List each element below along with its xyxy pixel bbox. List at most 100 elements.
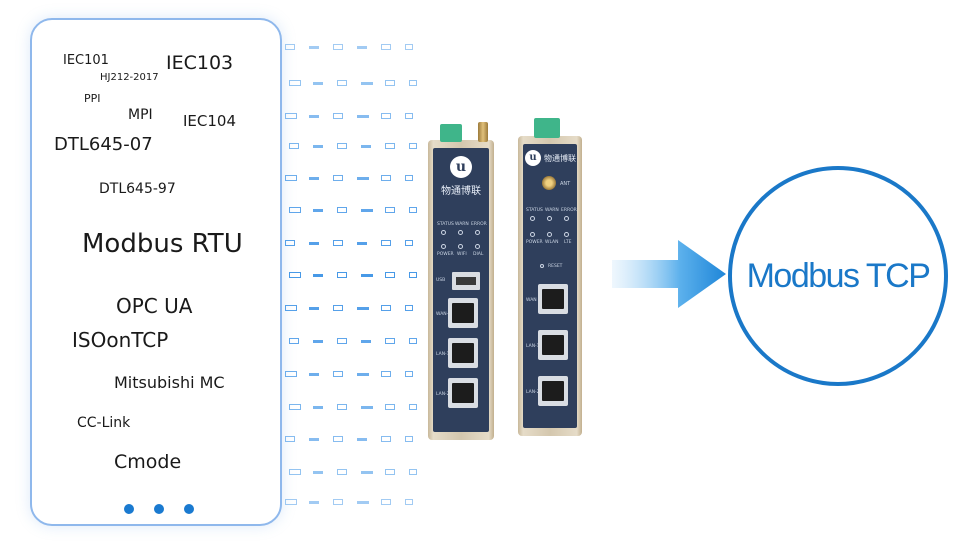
data-stream-segment [309, 114, 319, 118]
data-stream-segment [333, 44, 343, 50]
data-stream-segment [337, 207, 347, 213]
protocol-list-card: IEC101 IEC103 HJ212-2017 PPI MPI IEC104 … [30, 18, 282, 526]
ethernet-port-wan0 [448, 298, 478, 328]
data-stream-segment [333, 499, 343, 505]
data-stream-segment [313, 339, 323, 343]
pagination-dot[interactable] [154, 504, 164, 514]
data-stream-segment [337, 469, 347, 475]
dial-led [475, 244, 480, 249]
data-stream-segment [313, 208, 323, 212]
protocol-iec103: IEC103 [166, 52, 234, 74]
usb-label: USB [436, 278, 446, 283]
indicator-label-power: POWER [437, 252, 454, 257]
data-stream-segment [333, 436, 343, 442]
data-stream-segment [357, 45, 367, 49]
data-stream-segment [285, 371, 297, 377]
data-stream-segment [409, 207, 417, 213]
indicator-label-power: POWER [526, 240, 543, 245]
data-stream-segment [313, 81, 323, 85]
power-led [441, 244, 446, 249]
pagination-dot[interactable] [184, 504, 194, 514]
data-stream-segment [405, 436, 413, 442]
wifi-led [458, 244, 463, 249]
protocol-cmode: Cmode [114, 451, 182, 473]
status-led [530, 216, 535, 221]
data-stream-segment [381, 175, 391, 181]
port-label-wan: WAN [526, 298, 537, 303]
protocol-iec104: IEC104 [183, 112, 237, 130]
data-stream-segment [361, 273, 373, 277]
indicator-label-warn: WARN [455, 222, 469, 227]
protocol-modbus-rtu: Modbus RTU [82, 229, 243, 259]
data-stream-segment [313, 144, 323, 148]
data-stream-segment [361, 81, 373, 85]
protocol-dtl645-97: DTL645-97 [99, 181, 176, 197]
port-label-lan2: LAN-2 [436, 392, 450, 397]
data-stream-segment [405, 371, 413, 377]
gateway-device-right: u 物通博联 ANT STATUS WARN ERROR POWER WLAN … [518, 136, 582, 436]
data-stream-segment [313, 405, 323, 409]
data-stream-segment [357, 241, 367, 245]
data-stream-segment [309, 176, 319, 180]
port-label-lan1: LAN-1 [526, 344, 540, 349]
data-stream-segment [409, 404, 417, 410]
data-stream-segment [313, 273, 323, 277]
data-stream-segment [361, 208, 373, 212]
indicator-label-lte: LTE [564, 240, 572, 245]
indicator-label-status: STATUS [437, 222, 454, 227]
data-stream-segment [285, 305, 297, 311]
data-stream-segment [405, 113, 413, 119]
data-stream-segment [309, 437, 319, 441]
protocol-mitsubishi-mc: Mitsubishi MC [114, 373, 225, 392]
pagination-dot[interactable] [124, 504, 134, 514]
data-stream-segment [357, 372, 369, 376]
data-stream-segment [357, 114, 369, 118]
data-stream-segment [381, 305, 391, 311]
device-brand-label: 物通博联 [544, 154, 576, 163]
antenna-icon [478, 122, 488, 142]
ethernet-port-wan [538, 284, 568, 314]
antenna-connector-icon [542, 176, 556, 190]
data-stream-segment [309, 500, 319, 504]
status-led [441, 230, 446, 235]
protocol-cc-link: CC-Link [77, 415, 131, 431]
data-stream-segment [333, 175, 343, 181]
data-stream-segment [361, 144, 371, 148]
data-stream-segment [385, 272, 395, 278]
data-stream-segment [337, 143, 347, 149]
data-stream-segment [309, 241, 319, 245]
ethernet-port-lan2 [538, 376, 568, 406]
data-stream-segment [289, 143, 299, 149]
indicator-label-wlan: WLAN [545, 240, 559, 245]
data-stream-segment [357, 500, 369, 504]
data-stream-segment [337, 404, 347, 410]
ethernet-port-lan1 [538, 330, 568, 360]
arrow-right-icon [612, 240, 726, 308]
reset-button[interactable] [540, 264, 544, 268]
data-stream-segment [385, 404, 395, 410]
device-brand-label: 物通博联 [441, 186, 481, 197]
ethernet-port-lan1 [448, 338, 478, 368]
error-led [564, 216, 569, 221]
indicator-label-dial: DIAL [473, 252, 484, 257]
data-stream-segment [409, 469, 417, 475]
reset-label: RESET [548, 264, 563, 269]
ethernet-port-lan2 [448, 378, 478, 408]
lte-led [564, 232, 569, 237]
data-stream-segment [381, 371, 391, 377]
data-stream-segment [285, 113, 297, 119]
terminal-block-icon [440, 124, 462, 142]
data-stream-segment [361, 405, 373, 409]
data-stream-segment [357, 306, 369, 310]
data-stream-segment [285, 436, 295, 442]
gateway-device-left: u 物通博联 STATUS WARN ERROR POWER WIFI DIAL… [428, 140, 494, 440]
data-stream-segment [361, 470, 373, 474]
data-stream-segment [361, 339, 371, 343]
indicator-label-error: ERROR [471, 222, 487, 227]
protocol-opc-ua: OPC UA [116, 294, 193, 318]
terminal-block-icon [534, 118, 560, 138]
pagination-dots[interactable] [124, 504, 194, 514]
data-stream-segment [357, 176, 369, 180]
data-stream-segment [385, 207, 395, 213]
protocol-isoontcp: ISOonTCP [72, 328, 169, 352]
